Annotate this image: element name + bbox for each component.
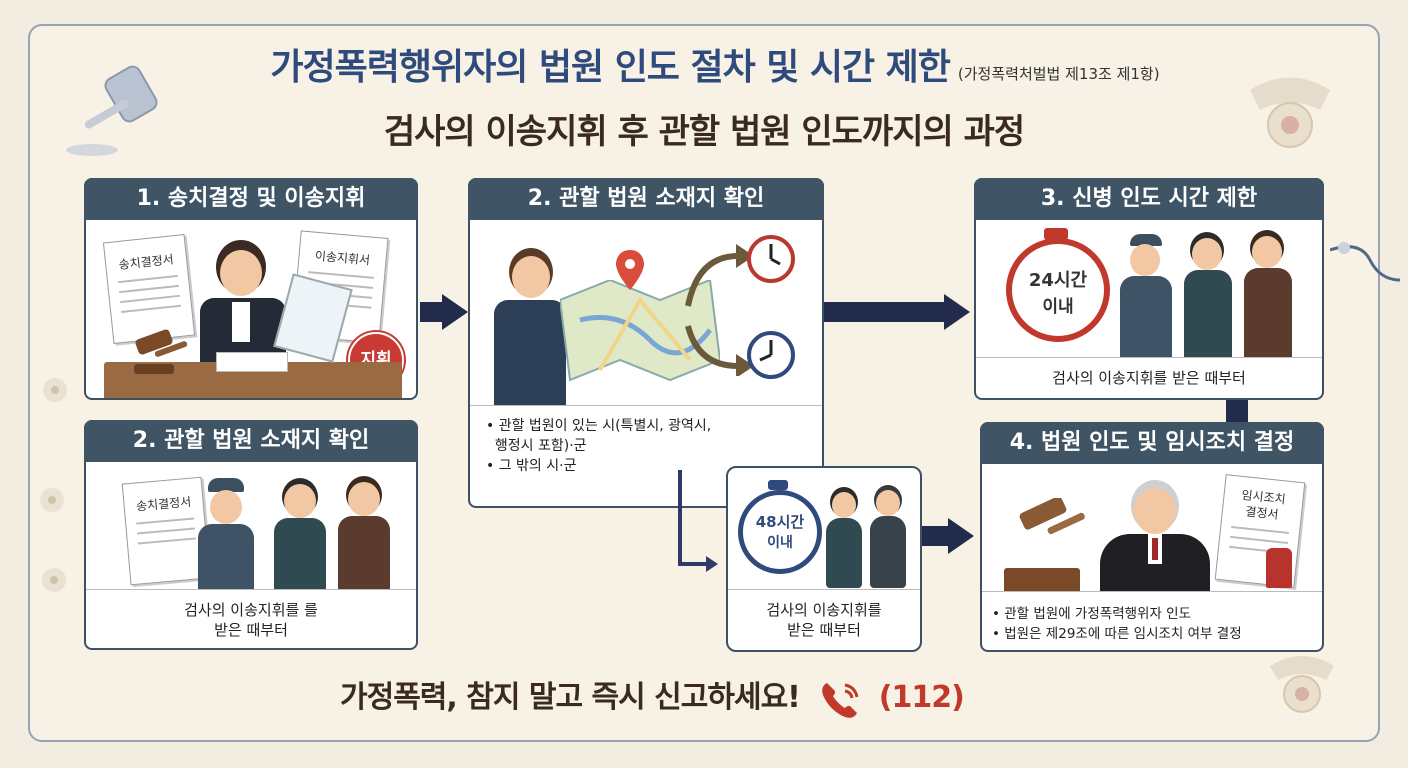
footer-message: 가정폭력, 참지 말고 즉시 신고하세요! (112) bbox=[340, 672, 965, 719]
gavel-icon-2 bbox=[1004, 498, 1085, 591]
offender-figure-3 bbox=[1182, 238, 1234, 357]
flow-arrow-3-head bbox=[948, 518, 974, 554]
clock-icon-2 bbox=[747, 331, 795, 379]
police-emblem-decoration-bottom bbox=[1270, 656, 1334, 713]
timer-48h: 48시간 이내 bbox=[738, 490, 822, 574]
emergency-number: (112) bbox=[878, 680, 965, 715]
step-card-3-caption: 검사의 이송지휘를 받은 때부터 bbox=[1052, 369, 1246, 387]
step-card-2a-title: 2. 관할 법원 소재지 확인 bbox=[84, 420, 418, 462]
title-text: 가정폭력행위자의 법원 인도 절차 및 시간 제한 bbox=[270, 47, 950, 88]
gavel-decoration bbox=[66, 65, 158, 156]
official-figure-3 bbox=[1242, 236, 1294, 357]
footer-message-text: 가정폭력, 참지 말고 즉시 신고하세요! bbox=[340, 680, 801, 715]
step-card-3-illustration: 24시간 이내 bbox=[976, 220, 1322, 358]
police-officer-figure-2 bbox=[868, 490, 908, 589]
offender-figure-2 bbox=[824, 492, 864, 589]
law-reference: (가정폭력처벌법 제13조 제1항) bbox=[957, 65, 1160, 83]
flow-arrow-1-head bbox=[442, 294, 468, 330]
step-card-4: 4. 법원 인도 및 임시조치 결정 임시조치 결정서 • 관할 법원에 가정폭… bbox=[980, 422, 1324, 652]
step-card-48h: 48시간 이내 검사의 이송지휘를 받은 때부터 bbox=[726, 466, 922, 652]
connector-line-vertical bbox=[678, 470, 682, 566]
step-card-3-title: 3. 신병 인도 시간 제한 bbox=[974, 178, 1324, 220]
step-card-2b-title: 2. 관할 법원 소재지 확인 bbox=[468, 178, 824, 220]
step-card-48h-caption-line1: 검사의 이송지휘를 bbox=[766, 601, 882, 619]
flow-arrow-2-head bbox=[944, 294, 970, 330]
flow-arrow-2-shaft bbox=[824, 302, 946, 322]
prosecutor-with-map-figure bbox=[490, 256, 570, 405]
card4-bullet-1: • 관할 법원에 가정폭력행위자 인도 bbox=[992, 606, 1192, 622]
flow-arrow-3-shaft bbox=[922, 526, 950, 546]
connector-line-horizontal bbox=[678, 562, 708, 566]
step-card-2a-caption-line2: 받은 때부터 bbox=[214, 621, 288, 639]
step-card-2a-illustration: 송치결정서 bbox=[86, 462, 416, 590]
step-card-4-illustration: 임시조치 결정서 bbox=[982, 464, 1322, 592]
step-card-48h-caption-line2: 받은 때부터 bbox=[787, 621, 861, 639]
judge-figure bbox=[1100, 482, 1210, 591]
decision-document-label: 송치결정서 bbox=[117, 252, 175, 272]
step-card-1: 1. 송치결정 및 이송지휘 송치결정서 이송지휘서 지휘 bbox=[84, 178, 418, 400]
page-title: 가정폭력행위자의 법원 인도 절차 및 시간 제한 (가정폭력처벌법 제13조 제… bbox=[150, 38, 1280, 90]
police-officer-figure bbox=[196, 478, 256, 589]
step-card-2a: 2. 관할 법원 소재지 확인 송치결정서 검사의 이송지휘를 를 받은 때부터 bbox=[84, 420, 418, 650]
page-subtitle: 검사의 이송지휘 후 관할 법원 인도까지의 과정 bbox=[383, 112, 1025, 152]
timer-48h-hours: 48시간 bbox=[755, 513, 805, 531]
step-card-48h-illustration: 48시간 이내 bbox=[728, 468, 920, 590]
step-card-2a-caption: 검사의 이송지휘를 를 받은 때부터 bbox=[86, 600, 416, 640]
bullet-line-2: 행정시 포함)·군 bbox=[486, 438, 587, 454]
map-icon bbox=[560, 280, 720, 382]
clock-icon-1 bbox=[747, 235, 795, 283]
decision-document-2-label: 송치결정서 bbox=[135, 494, 192, 514]
step-card-1-illustration: 송치결정서 이송지휘서 지휘 bbox=[86, 220, 416, 398]
flow-arrow-1-shaft bbox=[420, 302, 444, 322]
timer-24h-hours: 24시간 bbox=[1028, 270, 1088, 291]
step-card-4-bullets: • 관할 법원에 가정폭력행위자 인도 • 법원은 제29조에 따른 임시조치 … bbox=[992, 604, 1322, 644]
provisional-measure-document-label: 임시조치 결정서 bbox=[1222, 485, 1303, 525]
cord-decoration bbox=[1330, 242, 1400, 282]
connector-3-4 bbox=[1226, 400, 1248, 422]
direction-arrows-icon bbox=[685, 244, 754, 376]
transfer-order-document-label: 이송지휘서 bbox=[314, 248, 371, 268]
step-card-2b-bullets: • 관할 법원이 있는 시(특별시, 광역시, 행정시 포함)·군 • 그 밖의… bbox=[486, 416, 806, 476]
offender-figure bbox=[272, 484, 328, 589]
step-card-4-title: 4. 법원 인도 및 임시조치 결정 bbox=[980, 422, 1324, 464]
step-card-48h-caption: 검사의 이송지휘를 받은 때부터 bbox=[728, 600, 920, 640]
timer-48h-within: 이내 bbox=[767, 535, 793, 551]
official-figure bbox=[336, 482, 392, 589]
connector-arrow-head bbox=[706, 556, 718, 572]
timer-24h: 24시간 이내 bbox=[1006, 238, 1110, 342]
step-card-2a-caption-line1: 검사의 이송지휘를 를 bbox=[184, 601, 318, 619]
card4-bullet-2: • 법원은 제29조에 따른 임시조치 여부 결정 bbox=[992, 626, 1242, 642]
step-card-2b-illustration bbox=[470, 220, 822, 406]
police-officer-figure-3 bbox=[1118, 234, 1174, 357]
flower-decoration-left bbox=[40, 378, 67, 592]
phone-icon bbox=[822, 682, 859, 718]
step-card-3: 3. 신병 인도 시간 제한 24시간 이내 검사의 이송지휘를 받은 때부터 bbox=[974, 178, 1324, 400]
step-card-1-title: 1. 송치결정 및 이송지휘 bbox=[84, 178, 418, 220]
bullet-line-3: • 그 밖의 시·군 bbox=[486, 458, 577, 474]
police-emblem-decoration bbox=[1250, 77, 1330, 148]
gavel-icon bbox=[134, 329, 188, 374]
location-pin-icon bbox=[616, 250, 644, 290]
timer-24h-within: 이내 bbox=[1042, 297, 1074, 317]
step-card-2b: 2. 관할 법원 소재지 확인 bbox=[468, 178, 824, 508]
bullet-line-1: • 관할 법원이 있는 시(특별시, 광역시, bbox=[486, 418, 712, 434]
